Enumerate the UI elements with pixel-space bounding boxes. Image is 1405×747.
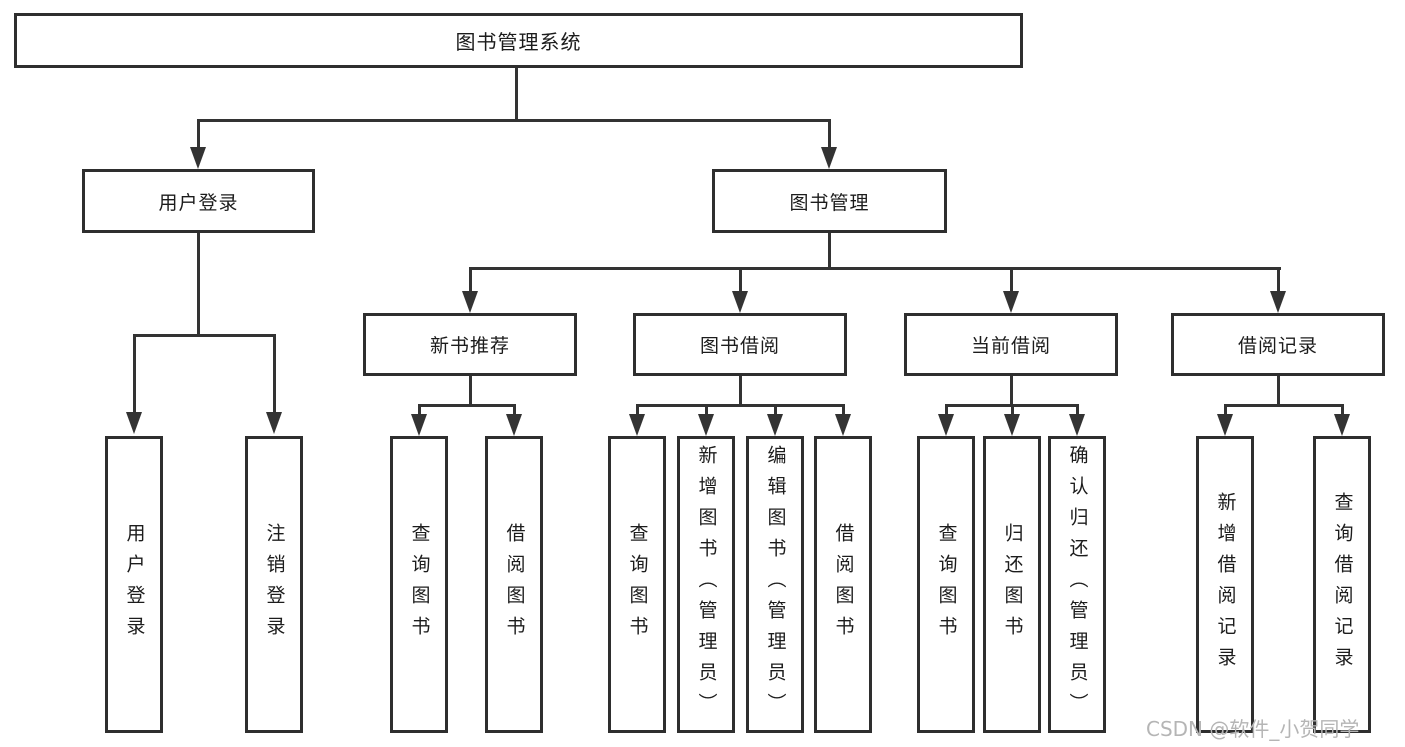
- leaf-add-books-admin-label: 新增图书（管理员）: [695, 445, 718, 724]
- leaf-borrow-books: 借阅图书: [814, 436, 872, 733]
- connector-line: [1341, 404, 1344, 418]
- root-node-label: 图书管理系统: [455, 30, 582, 54]
- node-book-management-label: 图书管理: [789, 191, 870, 214]
- connector-line: [197, 119, 831, 122]
- connector-line: [842, 404, 845, 418]
- connector-line: [273, 334, 276, 416]
- node-new-book-recommendation-label: 新书推荐: [429, 335, 510, 357]
- connector-line: [1224, 404, 1344, 407]
- node-book-borrowing-label: 图书借阅: [699, 335, 780, 357]
- node-current-borrowing: 当前借阅: [904, 313, 1118, 376]
- arrowhead-down-icon: [1069, 414, 1085, 436]
- leaf-borrow-books-recommend-label: 借阅图书: [503, 522, 526, 647]
- arrowhead-down-icon: [821, 147, 837, 169]
- leaf-add-borrow-record-label: 新增借阅记录: [1214, 491, 1237, 678]
- node-current-borrowing-label: 当前借阅: [970, 335, 1051, 357]
- leaf-confirm-return-admin: 确认归还（管理员）: [1048, 436, 1106, 733]
- leaf-borrow-books-recommend: 借阅图书: [485, 436, 543, 733]
- leaf-borrow-books-label: 借阅图书: [832, 522, 855, 647]
- node-book-management: 图书管理: [712, 169, 947, 233]
- leaf-edit-books-admin: 编辑图书（管理员）: [746, 436, 804, 733]
- arrowhead-down-icon: [1270, 291, 1286, 313]
- node-user-login: 用户登录: [82, 169, 315, 233]
- leaf-edit-books-admin-label: 编辑图书（管理员）: [764, 445, 787, 724]
- connector-line: [739, 267, 742, 293]
- leaf-return-books: 归还图书: [983, 436, 1041, 733]
- leaf-query-books-current: 查询图书: [917, 436, 975, 733]
- leaf-query-books-current-label: 查询图书: [935, 522, 958, 647]
- node-book-borrowing: 图书借阅: [633, 313, 847, 376]
- node-user-login-label: 用户登录: [158, 191, 239, 214]
- csdn-watermark: CSDN @软件_小贺同学: [1146, 717, 1360, 741]
- connector-line: [469, 267, 1281, 270]
- leaf-query-borrow-record: 查询借阅记录: [1313, 436, 1371, 733]
- leaf-user-login: 用户登录: [105, 436, 163, 733]
- connector-line: [636, 404, 845, 407]
- connector-line: [1011, 404, 1014, 418]
- arrowhead-down-icon: [1217, 414, 1233, 436]
- arrowhead-down-icon: [1004, 414, 1020, 436]
- node-new-book-recommendation: 新书推荐: [363, 313, 577, 376]
- leaf-user-login-label: 用户登录: [123, 522, 146, 647]
- connector-line: [828, 119, 831, 153]
- connector-line: [636, 404, 639, 418]
- connector-line: [705, 404, 708, 418]
- leaf-logout: 注销登录: [245, 436, 303, 733]
- leaf-query-books-recommend: 查询图书: [390, 436, 448, 733]
- leaf-return-books-label: 归还图书: [1001, 522, 1024, 647]
- leaf-add-borrow-record: 新增借阅记录: [1196, 436, 1254, 733]
- arrowhead-down-icon: [126, 412, 142, 434]
- leaf-confirm-return-admin-label: 确认归还（管理员）: [1066, 445, 1089, 724]
- leaf-add-books-admin: 新增图书（管理员）: [677, 436, 735, 733]
- arrowhead-down-icon: [462, 291, 478, 313]
- arrowhead-down-icon: [767, 414, 783, 436]
- arrowhead-down-icon: [1334, 414, 1350, 436]
- arrowhead-down-icon: [835, 414, 851, 436]
- connector-line: [1010, 267, 1013, 293]
- arrowhead-down-icon: [190, 147, 206, 169]
- connector-line: [828, 233, 831, 270]
- leaf-query-books-borrow: 查询图书: [608, 436, 666, 733]
- connector-line: [739, 376, 742, 406]
- connector-line: [1076, 404, 1079, 418]
- connector-line: [1277, 267, 1280, 293]
- connector-line: [945, 404, 948, 418]
- connector-line: [133, 334, 136, 416]
- connector-line: [133, 334, 276, 337]
- node-borrowing-records: 借阅记录: [1171, 313, 1385, 376]
- connector-line: [774, 404, 777, 418]
- connector-line: [469, 267, 472, 293]
- arrowhead-down-icon: [629, 414, 645, 436]
- leaf-query-books-recommend-label: 查询图书: [408, 522, 431, 647]
- arrowhead-down-icon: [1003, 291, 1019, 313]
- leaf-logout-label: 注销登录: [263, 522, 286, 647]
- root-node: 图书管理系统: [14, 13, 1023, 68]
- connector-line: [418, 404, 421, 418]
- arrowhead-down-icon: [506, 414, 522, 436]
- connector-line: [1277, 376, 1280, 406]
- connector-line: [513, 404, 516, 418]
- leaf-query-borrow-record-label: 查询借阅记录: [1331, 491, 1354, 678]
- connector-line: [1224, 404, 1227, 418]
- leaf-query-books-borrow-label: 查询图书: [626, 522, 649, 647]
- connector-line: [1010, 376, 1013, 406]
- arrowhead-down-icon: [411, 414, 427, 436]
- arrowhead-down-icon: [938, 414, 954, 436]
- node-borrowing-records-label: 借阅记录: [1237, 335, 1318, 357]
- connector-line: [197, 119, 200, 153]
- arrowhead-down-icon: [266, 412, 282, 434]
- connector-line: [197, 233, 200, 337]
- arrowhead-down-icon: [698, 414, 714, 436]
- connector-line: [515, 68, 518, 120]
- connector-line: [418, 404, 516, 407]
- connector-line: [469, 376, 472, 406]
- arrowhead-down-icon: [732, 291, 748, 313]
